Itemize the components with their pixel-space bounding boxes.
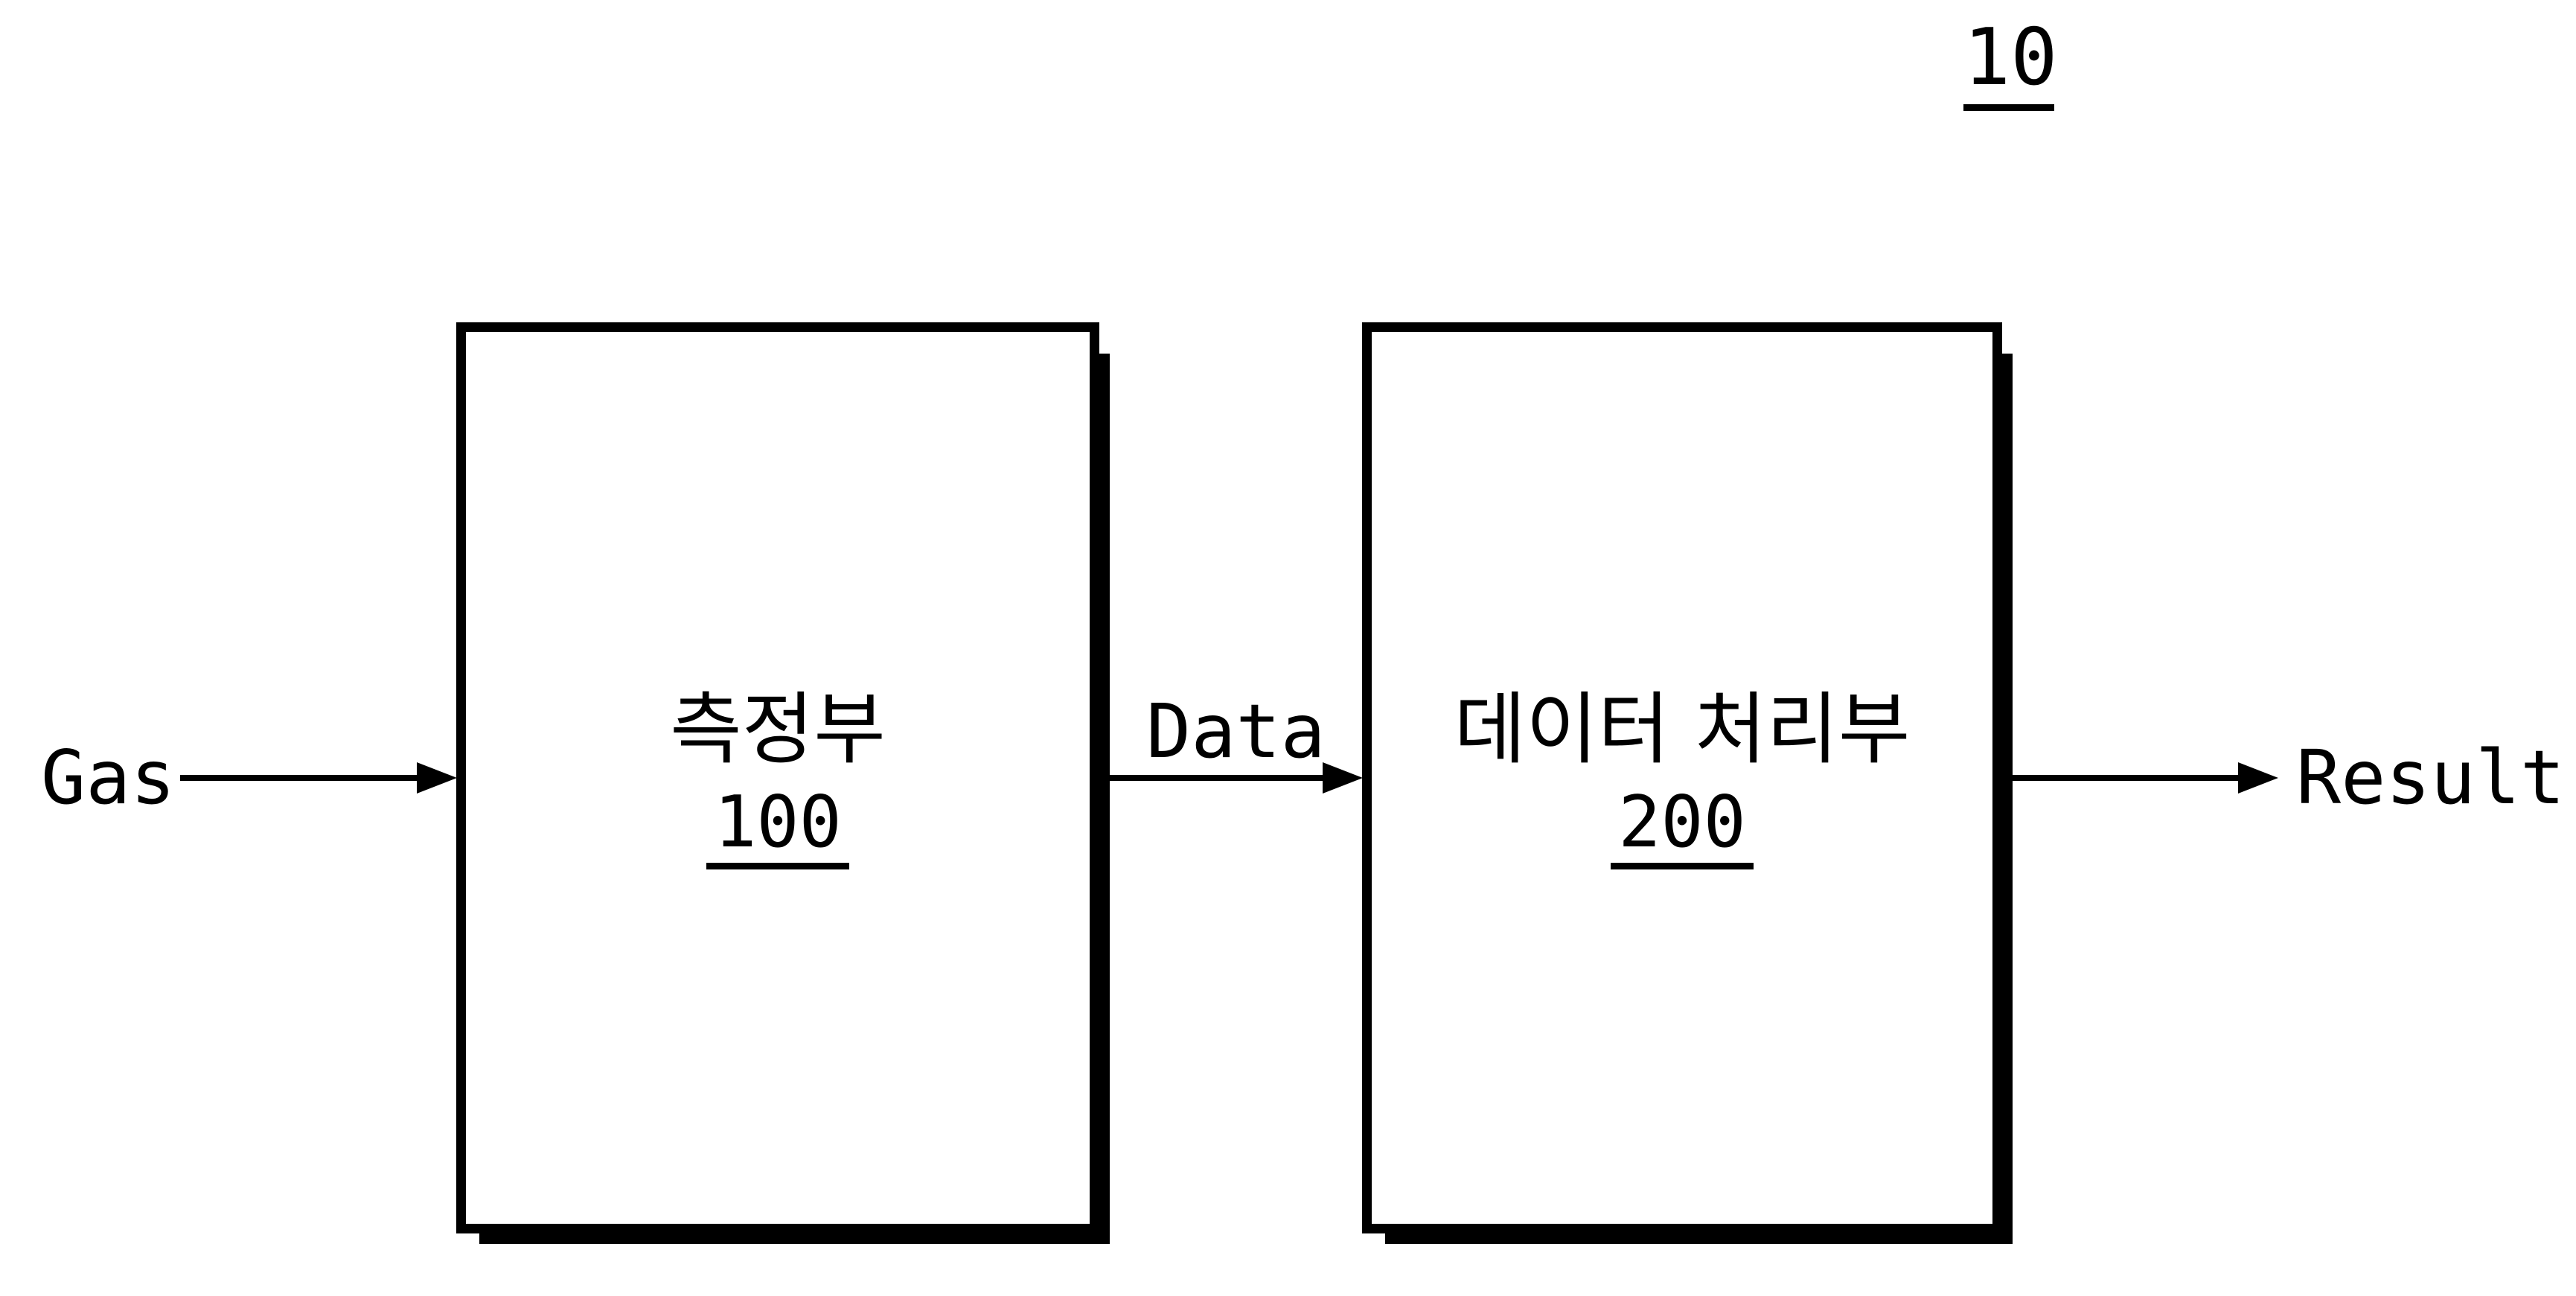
result-arrowhead-icon: [2238, 762, 2278, 794]
data-arrowhead-icon: [1323, 762, 1363, 794]
block-processor-shadow-bottom: [1385, 1233, 2013, 1244]
block-measurement-ref: 100: [706, 787, 849, 869]
block-measurement-label: 측정부: [670, 684, 886, 776]
block-data-processor-ref: 200: [1611, 787, 1754, 869]
block-processor-shadow-right: [2002, 354, 2013, 1244]
data-arrow-line: [1109, 775, 1325, 781]
gas-input-label: Gas: [41, 734, 176, 821]
gas-arrow-line: [180, 775, 418, 781]
block-measurement: 측정부 100: [456, 322, 1099, 1233]
data-flow-label: Data: [1146, 688, 1326, 775]
result-arrow-line: [2013, 775, 2240, 781]
result-output-label: Result: [2296, 734, 2566, 821]
block-measurement-shadow-bottom: [479, 1233, 1110, 1244]
figure-number: 10: [1963, 16, 2057, 112]
gas-arrowhead-icon: [417, 762, 457, 794]
block-data-processor: 데이터 처리부 200: [1362, 322, 2002, 1233]
block-data-processor-label: 데이터 처리부: [1454, 684, 1911, 776]
block-measurement-shadow-right: [1099, 354, 1110, 1244]
